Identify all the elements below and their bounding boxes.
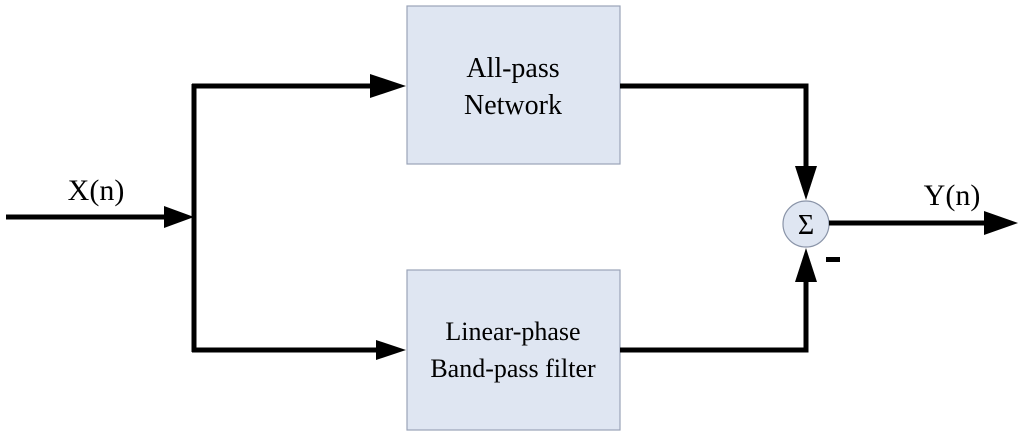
- bandpass-output-arrowhead: [795, 248, 817, 282]
- summing-symbol: Σ: [798, 210, 814, 241]
- allpass-output-arrowhead: [795, 166, 817, 200]
- bandpass-output-wire: [620, 278, 809, 353]
- minus-sign: [826, 257, 840, 262]
- allpass-output-wire: [620, 83, 809, 168]
- bottom-branch-arrowhead: [376, 340, 406, 360]
- bandpass-filter-block: [406, 269, 621, 431]
- input-signal-label: X(n): [68, 174, 125, 207]
- allpass-label-line1: All-pass: [466, 53, 559, 84]
- top-branch-arrowhead: [370, 74, 406, 98]
- allpass-label-line2: Network: [464, 90, 562, 121]
- bandpass-label-line2: Band-pass filter: [430, 354, 596, 383]
- output-arrowhead: [984, 211, 1018, 235]
- input-arrowhead: [164, 206, 194, 228]
- output-signal-label: Y(n): [924, 179, 981, 212]
- allpass-network-block: [406, 5, 621, 165]
- bandpass-label-line1: Linear-phase: [445, 317, 580, 346]
